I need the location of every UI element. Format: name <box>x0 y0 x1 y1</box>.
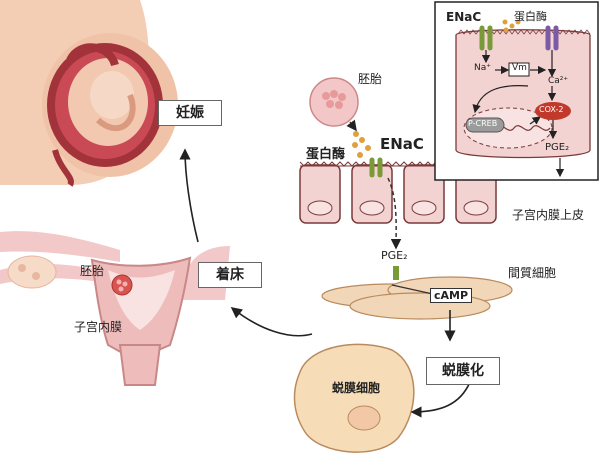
epithelium-label: 子宫内膜上皮 <box>512 208 585 222</box>
inset-cox2-label: COX-2 <box>539 105 564 114</box>
stromal-cell-label: 間質細胞 <box>508 266 557 280</box>
stromal-cells <box>321 266 513 320</box>
stroma-to-implantation-arrow <box>230 307 313 337</box>
inset-enac-label: ENaC <box>446 10 482 24</box>
decidual-cell-label: 蜕膜细胞 <box>332 381 381 395</box>
inset-na-label: Na⁺ <box>474 63 491 73</box>
inset-ca-label: Ca²⁺ <box>548 76 569 86</box>
decidualization-to-cell-arrow <box>410 381 471 418</box>
camp-label: cAMP <box>430 288 473 303</box>
enac-label: ENaC <box>380 135 424 153</box>
decidual-cell <box>293 343 415 453</box>
embryo-to-protease-arrow <box>346 119 357 132</box>
signaling-inset <box>434 1 599 181</box>
embryo-blastocyst <box>309 77 359 127</box>
pregnancy-box: 妊娠 <box>158 100 222 126</box>
inset-pcreb-label: P-CREB <box>468 119 498 128</box>
uterus-illustration <box>0 231 230 386</box>
embryo-label: 胚胎 <box>358 72 383 86</box>
pregnancy-illustration <box>0 0 178 187</box>
endometrium-label: 子宫内膜 <box>74 320 123 334</box>
inset-protease-label: 蛋白酶 <box>514 10 547 23</box>
pge2-secretion-arrow <box>387 177 402 250</box>
inset-vm-label: Vm <box>512 63 527 73</box>
implantation-to-pregnancy-arrow <box>179 148 199 243</box>
inset-pge2-label: PGE₂ <box>545 142 570 153</box>
implantation-box: 着床 <box>198 262 262 288</box>
uterus-embryo-label: 胚胎 <box>80 264 105 278</box>
pge2-label: PGE₂ <box>381 249 408 262</box>
enac-channel-main <box>369 157 383 178</box>
protease-dots <box>352 131 371 158</box>
decidualization-box: 蜕膜化 <box>426 357 500 385</box>
protease-label: 蛋白酶 <box>306 147 346 162</box>
